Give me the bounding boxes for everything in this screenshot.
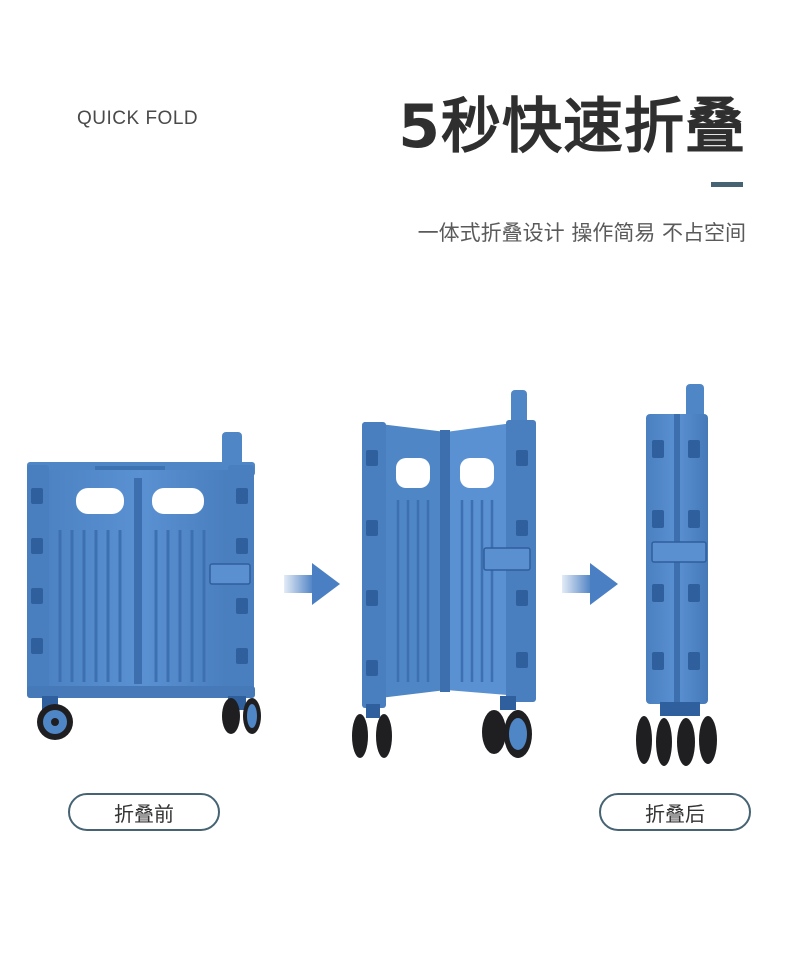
cart-folded-illustration bbox=[636, 384, 717, 766]
after-fold-label: 折叠后 bbox=[599, 793, 751, 831]
page-subtitle: 一体式折叠设计 操作简易 不占空间 bbox=[417, 221, 746, 245]
page-title: 5秒快速折叠 bbox=[398, 92, 746, 162]
cart-half-folded-illustration bbox=[352, 390, 536, 758]
cart-unfolded-illustration bbox=[27, 432, 261, 740]
arrow-right-icon bbox=[284, 563, 340, 605]
arrow-right-icon bbox=[562, 563, 618, 605]
before-fold-label: 折叠前 bbox=[68, 793, 220, 831]
quick-fold-en-title: QUICK FOLD bbox=[77, 108, 199, 129]
product-stage bbox=[0, 370, 790, 780]
accent-bar bbox=[711, 182, 743, 187]
